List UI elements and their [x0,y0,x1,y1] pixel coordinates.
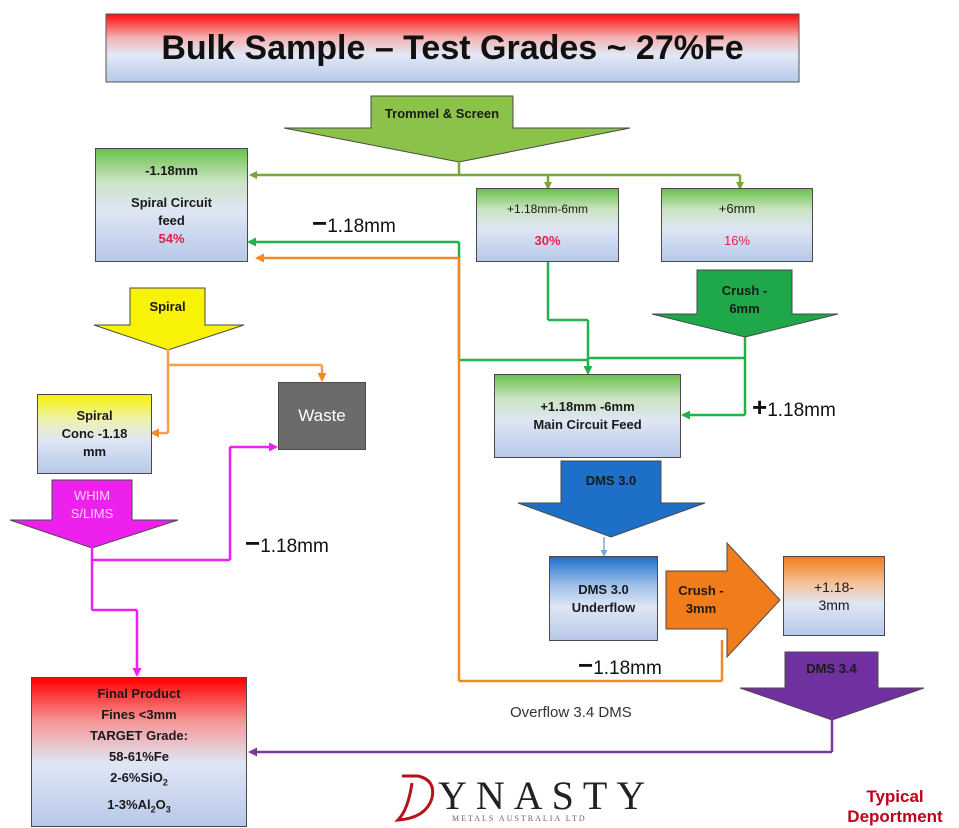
spiral-conc-box: Spiral Conc -1.18 mm [37,394,152,474]
crush-3mm-arrow [665,541,781,659]
plus6-box-size: +6mm [718,201,756,216]
label-minus-118-mid: −1.18mm [245,528,329,559]
label-plus-118: +1.18mm [752,392,836,423]
dms-34-arrow [739,651,925,721]
mid-box-size: +1.18mm-6mm [506,202,589,216]
purple-flow-line [248,719,834,757]
final-line6: 1-3%Al2O3 [107,794,171,821]
minus-sign: − [245,528,261,558]
whim-line1: WHIM [73,488,111,503]
plus-sign: + [752,392,768,422]
crush-6mm-line2: 6mm [729,301,760,316]
dynasty-logo-wordmark: YNASTY [438,773,655,818]
final-line6-sub1: 2 [150,804,156,815]
final-product-box: Final Product Fines <3mm TARGET Grade: 5… [31,677,247,827]
final-line6-sub2: 3 [165,804,171,815]
waste-box: Waste [278,382,366,450]
plus6-box-percent: 16% [723,233,751,248]
trommel-arrow [283,95,631,163]
dms-30-arrow [517,460,706,538]
minus-sign: − [312,208,328,238]
final-line2: Fines <3mm [101,707,177,723]
spiral-orange-lines [150,349,327,438]
plus-118-6mm-box: +1.18mm-6mm 30% [476,188,619,262]
final-line4: 58-61%Fe [109,749,169,765]
footer-line2: Deportment [847,807,943,826]
minus-sign: − [578,650,594,680]
footer-deportment: Typical Deportment [835,787,955,827]
final-line6-mid: O [155,797,166,812]
spiral-feed-size: -1.18mm [145,163,198,178]
mid-box-percent: 30% [534,233,561,248]
dms-30-label: DMS 3.0 [585,473,637,488]
dms-under-line2: Underflow [571,599,636,615]
spiral-conc-line2: Conc -1.18 [61,426,128,441]
crush-6mm-arrow [651,269,839,338]
spiral-feed-line2: feed [158,213,185,228]
footer-line1: Typical [866,787,924,806]
title-banner [105,13,800,83]
final-line5-sub: 2 [162,778,168,788]
whim-line2: S/LIMS [70,506,114,521]
plus118-3mm-line1: +1.18- [813,579,855,595]
whim-magenta-lines [90,442,278,677]
label-minus-118-top: −1.18mm [312,208,396,239]
spiral-conc-line3: mm [82,444,107,459]
whim-label: WHIM S/LIMS [52,487,132,523]
main-circuit-feed-box: +1.18mm -6mm Main Circuit Feed [494,374,681,458]
spiral-label: Spiral [149,299,186,314]
main-box-line1: +1.18mm -6mm [540,399,635,414]
overflow-orange-loop [255,253,724,683]
crush-3mm-line2: 3mm [685,601,717,616]
page-title: Bulk Sample – Test Grades ~ 27%Fe [161,28,744,67]
crush-6mm-label: Crush - 6mm [697,282,792,318]
dms-under-line1: DMS 3.0 [578,581,629,597]
dynasty-logo: YNASTY METALS AUSTRALIA LTD [400,772,645,828]
label-minus-118-bottom: −1.18mm [578,650,662,681]
final-line3: TARGET Grade: [90,728,188,744]
spiral-conc-line1: Spiral [76,408,113,423]
main-box-line2: Main Circuit Feed [533,417,642,432]
trommel-label: Trommel & Screen [384,106,500,121]
overflow-label: Overflow 3.4 DMS [510,704,632,721]
dynasty-logo-mark [394,774,435,822]
label-value: 1.18mm [327,216,396,237]
crush-6mm-line1: Crush - [721,283,768,298]
plus118-3mm-line2: 3mm [818,597,850,613]
spiral-arrow [93,287,245,351]
whim-arrow [9,479,179,549]
final-line5: 2-6%SiO2 [110,767,168,794]
dms-30-underflow-box: DMS 3.0 Underflow [549,556,658,641]
crush-3mm-line1: Crush - [678,583,724,598]
plus-6mm-box: +6mm 16% [661,188,813,262]
dynasty-logo-subtitle: METALS AUSTRALIA LTD [452,814,587,823]
final-line6-text: 1-3%Al [107,797,151,812]
crush-3mm-label: Crush - 3mm [670,582,732,618]
trommel-split-lines [249,160,744,190]
label-value: 1.18mm [593,658,662,679]
dms-34-label: DMS 3.4 [806,661,857,676]
spiral-feed-percent: 54% [158,231,185,246]
spiral-circuit-feed-box: -1.18mm Spiral Circuit feed 54% [95,148,248,262]
label-value: 1.18mm [260,536,329,557]
final-line5-text: 2-6%SiO [110,770,163,786]
label-value: 1.18mm [767,400,836,421]
plus-118-3mm-box: +1.18- 3mm [783,556,885,636]
spiral-feed-line1: Spiral Circuit [131,195,212,210]
final-line1: Final Product [97,686,181,702]
